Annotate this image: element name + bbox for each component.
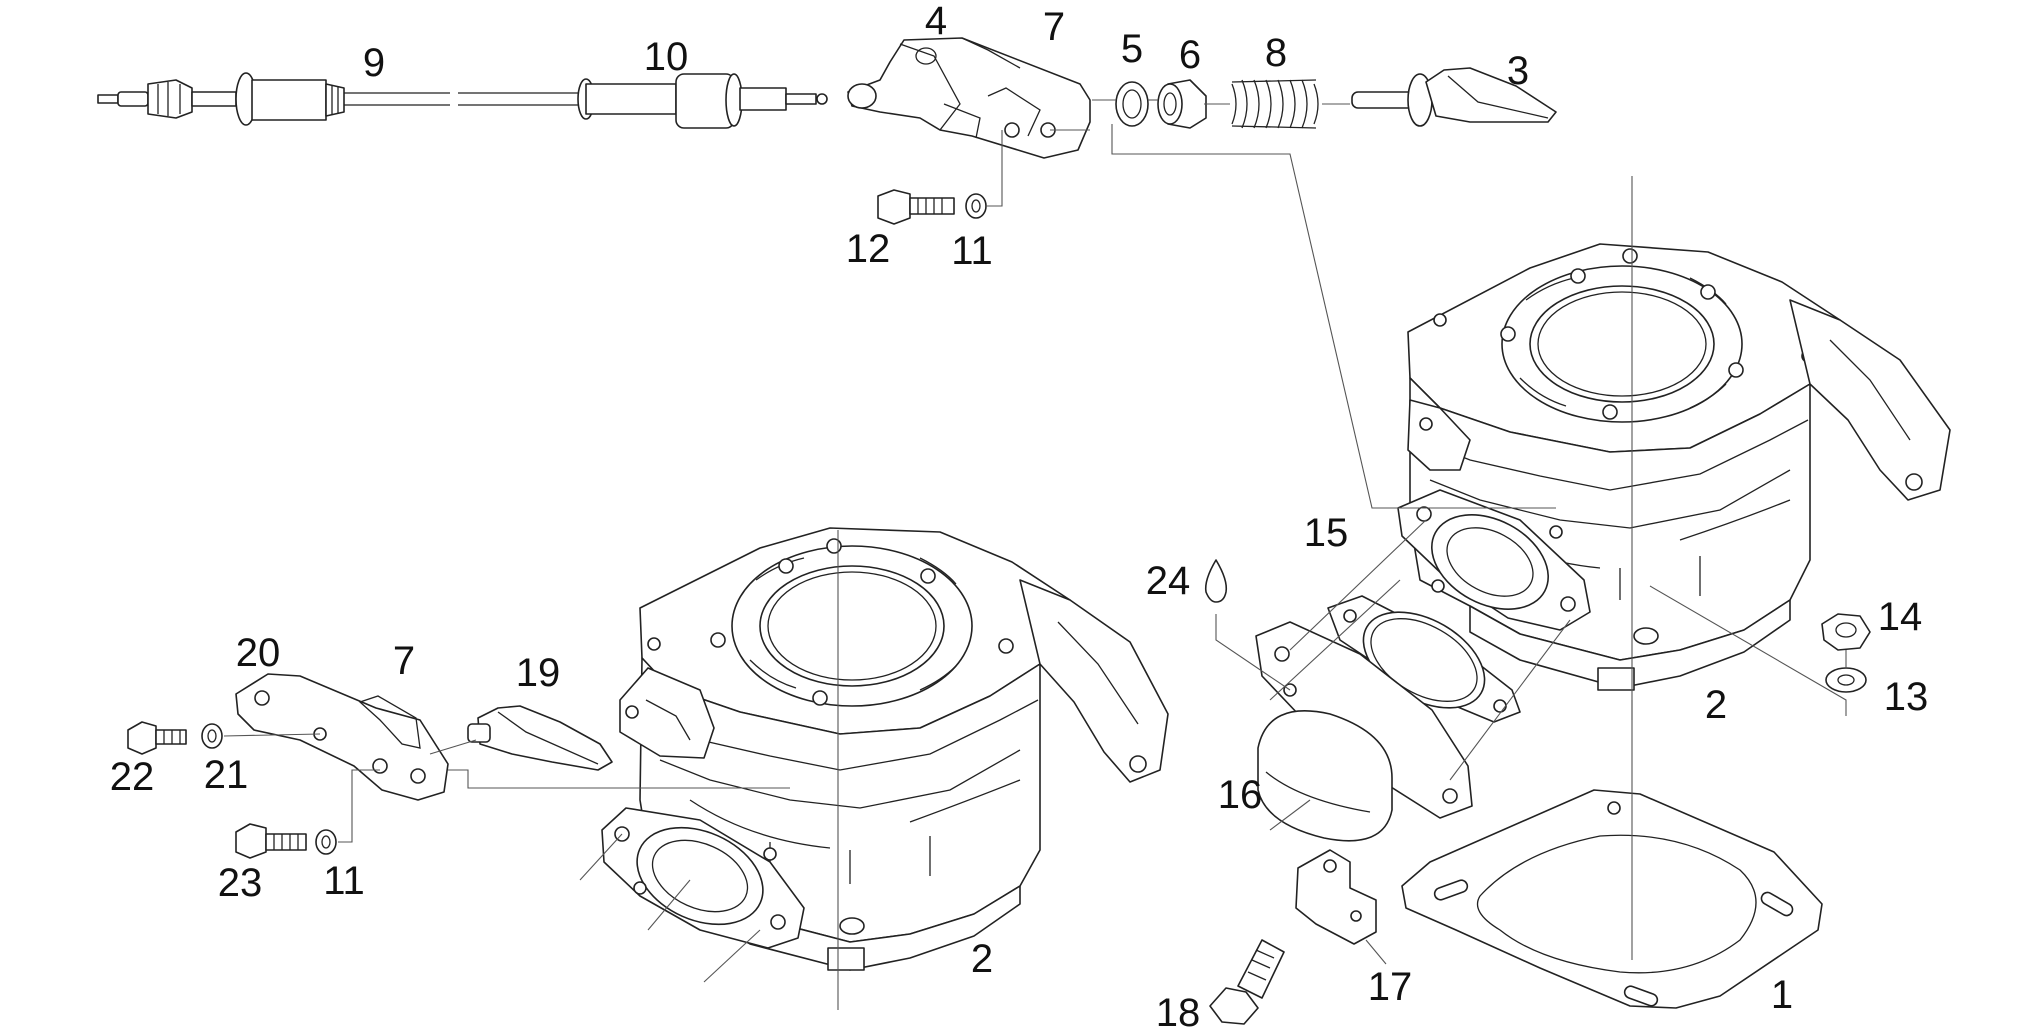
callout-22: 22 (110, 755, 155, 799)
cable-assembly (97, 72, 828, 129)
cylinder-left (601, 527, 1169, 971)
callout-23: 23 (218, 861, 263, 905)
sealant-drop-24 (1204, 559, 1228, 603)
washer-21 (201, 723, 223, 749)
bracket-17 (1295, 849, 1377, 945)
callout-24: 24 (1146, 559, 1191, 603)
callout-19: 19 (516, 651, 561, 695)
exhaust-flange-16 (1255, 621, 1473, 842)
callout-11-top: 11 (951, 229, 993, 273)
washer-13 (1825, 667, 1867, 693)
callout-13: 13 (1884, 675, 1929, 719)
callout-2-right: 2 (1705, 683, 1727, 727)
callout-7-top: 7 (1043, 5, 1065, 49)
callout-11-bottom: 11 (323, 859, 365, 903)
exhaust-valve-19 (467, 705, 613, 771)
base-gasket-1 (1401, 789, 1823, 1009)
spring-8 (1231, 79, 1319, 129)
callout-5: 5 (1121, 27, 1143, 71)
callout-12: 12 (846, 227, 891, 271)
callout-17: 17 (1368, 965, 1413, 1009)
callout-3: 3 (1507, 49, 1529, 93)
leader-lines (223, 99, 1847, 1010)
callout-4: 4 (925, 0, 947, 43)
callout-7-left: 7 (393, 639, 415, 683)
valve-housing-top (847, 37, 1091, 159)
screw-23 (235, 823, 307, 859)
screw-22 (127, 721, 187, 755)
callout-16: 16 (1218, 773, 1263, 817)
callout-2-left: 2 (971, 937, 993, 981)
callout-14: 14 (1878, 595, 1923, 639)
callout-20: 20 (236, 631, 281, 675)
callout-labels: 9 10 4 7 5 6 8 3 12 11 24 15 14 13 2 16 … (110, 0, 1929, 1031)
bushing-6 (1157, 79, 1207, 129)
callout-6: 6 (1179, 33, 1201, 77)
valve-cover-20 (235, 673, 449, 801)
callout-21: 21 (204, 753, 249, 797)
washer-5 (1115, 81, 1149, 127)
callout-9: 9 (363, 41, 385, 85)
callout-8: 8 (1265, 31, 1287, 75)
exhaust-valve-3 (1351, 67, 1557, 127)
callout-15: 15 (1304, 511, 1349, 555)
cylinder-right (1397, 243, 1951, 691)
nut-14 (1821, 613, 1871, 651)
callout-18: 18 (1156, 991, 1201, 1031)
screw-18 (1209, 939, 1285, 1025)
callout-10: 10 (644, 35, 689, 79)
callout-1: 1 (1771, 973, 1793, 1017)
washer-11-top (965, 193, 987, 219)
screw-12 (877, 189, 955, 225)
washer-11-bottom (315, 829, 337, 855)
